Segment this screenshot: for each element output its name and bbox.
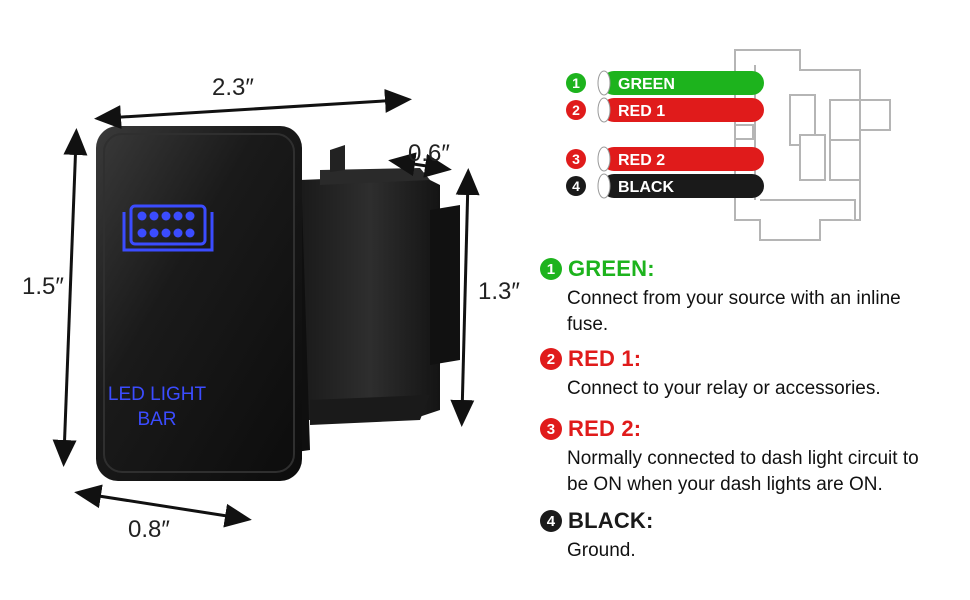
legend-red-2: 3 RED 2: Normally connected to dash ligh… (540, 416, 960, 498)
legend-title-red-2: RED 2: (568, 416, 642, 441)
wire-green-label: GREEN (618, 76, 675, 93)
wire-number-badges: 1 2 3 4 (566, 73, 586, 196)
wire-red-1: RED 1 (597, 97, 764, 123)
dim-height-left: 1.5″ (22, 273, 64, 300)
legend-desc-red-2: Normally connected to dash light circuit… (567, 448, 919, 495)
wire-badge-3 (566, 149, 586, 169)
legend-badge-1: 1 (540, 258, 562, 280)
wire-red2-label: RED 2 (618, 152, 665, 169)
legend-black: 4 BLACK: Ground. (540, 508, 960, 564)
wire-red1-label: RED 1 (618, 103, 665, 120)
wire-badge-4-num: 4 (572, 178, 580, 194)
wire-green-body (602, 71, 764, 95)
legend-desc-green: Connect from your source with an inline … (567, 288, 901, 335)
wire-green: GREEN (597, 70, 764, 96)
wire-badge-3-num: 3 (572, 151, 580, 167)
legend-title-red-1: RED 1: (568, 346, 642, 371)
rocker-switch-illustration: LED LIGHT BAR (52, 88, 480, 528)
legend-badge-4: 4 (540, 510, 562, 532)
connector-housing (734, 49, 891, 241)
legend-red-1: 2 RED 1: Connect to your relay or access… (540, 346, 960, 402)
wire-badge-2-num: 2 (572, 102, 580, 118)
height-left-arrow (52, 128, 88, 467)
switch-label-line2: BAR (137, 409, 176, 430)
legend-desc-black: Ground. (567, 540, 636, 561)
legend-title-black: BLACK: (568, 508, 654, 533)
legend-badge-3: 3 (540, 418, 562, 440)
wire-badge-4 (566, 176, 586, 196)
wire-red-2: RED 2 (597, 146, 764, 172)
wire-group: GREEN RED 1 RED 2 BLACK (597, 70, 764, 199)
wire-badge-2 (566, 100, 586, 120)
legend-desc-red-1: Connect to your relay or accessories. (567, 378, 881, 399)
depth-arrow (388, 152, 452, 178)
dim-width-top: 2.3″ (212, 74, 254, 101)
led-light-bar-icon (122, 204, 214, 252)
wire-black: BLACK (597, 173, 764, 199)
switch-label-line1: LED LIGHT (108, 384, 207, 405)
wire-red2-body (602, 147, 764, 171)
width-bottom-arrow (74, 484, 252, 528)
dim-height-right: 1.3″ (478, 278, 520, 305)
wire-badge-1 (566, 73, 586, 93)
wire-connector-diagram: GREEN RED 1 RED 2 BLACK 1 2 3 4 (566, 49, 891, 241)
height-right-arrow (450, 168, 480, 427)
wire-badge-1-num: 1 (572, 75, 580, 91)
legend-title-green: GREEN: (568, 256, 655, 281)
wire-red1-body (602, 98, 764, 122)
wire-black-label: BLACK (618, 179, 674, 196)
wire-black-body (602, 174, 764, 198)
legend-badge-2: 2 (540, 348, 562, 370)
switch-face (96, 126, 302, 481)
dim-depth: 0.6″ (408, 140, 450, 167)
dim-width-bottom: 0.8″ (128, 516, 170, 543)
width-top-arrow (94, 88, 412, 130)
legend-green: 1 GREEN: Connect from your source with a… (540, 256, 960, 338)
